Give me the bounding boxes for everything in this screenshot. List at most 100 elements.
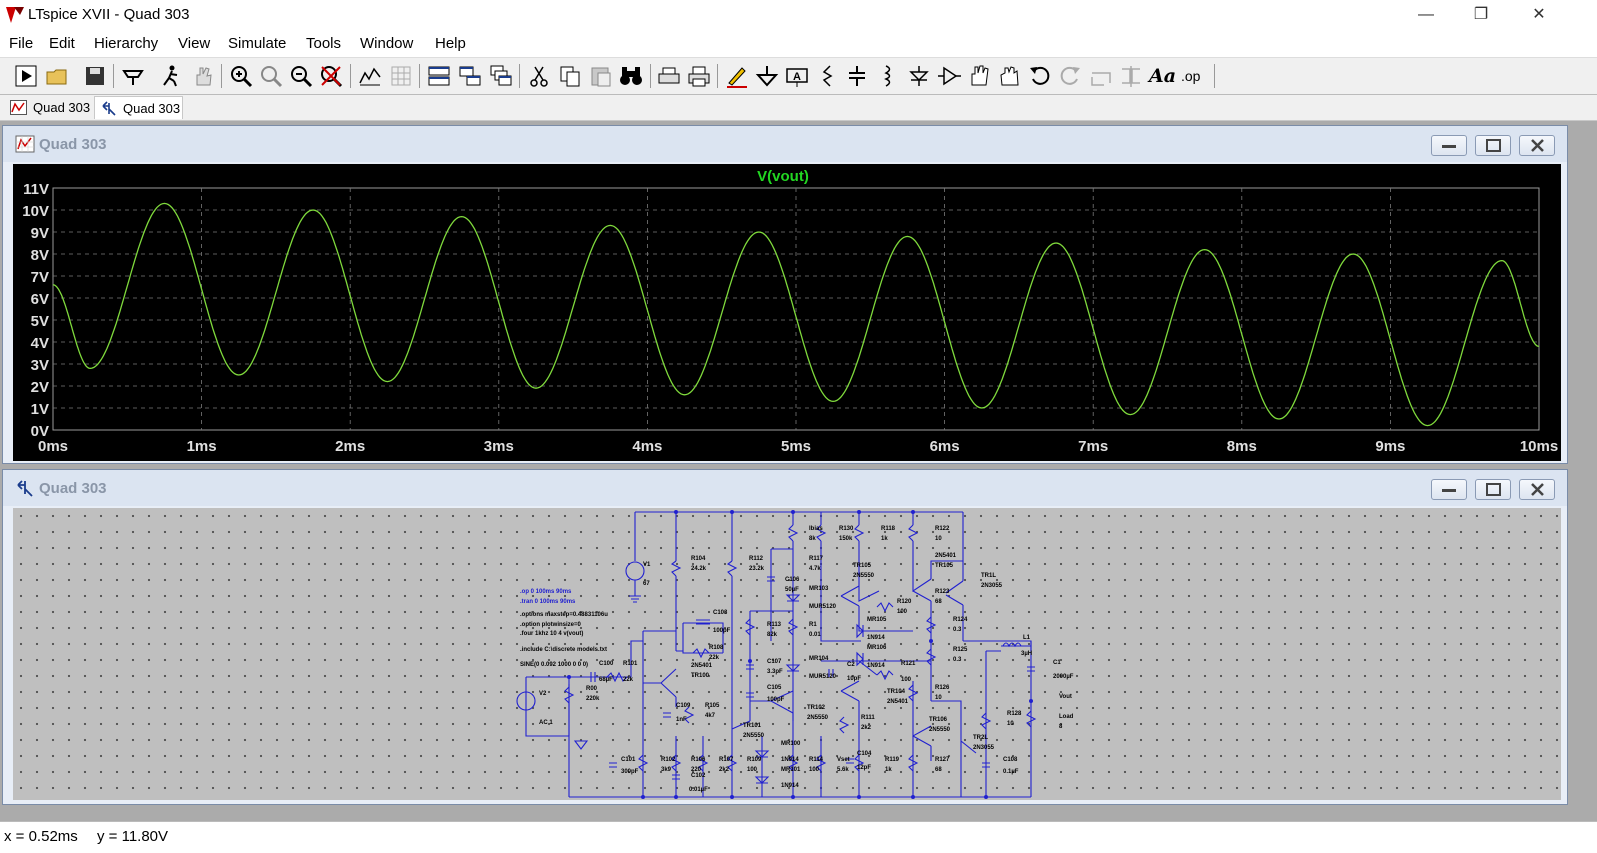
component-label[interactable]: MR104 [809,656,829,662]
component-label[interactable]: R112 [749,556,764,562]
autorange-icon[interactable] [357,63,383,89]
diode-icon[interactable] [906,63,932,89]
schematic-minimize-button[interactable] [1431,479,1467,500]
component-label[interactable]: 0.3 [953,627,962,633]
menu-simulate[interactable]: Simulate [228,35,287,52]
component-label[interactable]: 10 [935,695,942,701]
tab-waveform[interactable]: Quad 303 [5,96,93,119]
component-label[interactable]: 1k [885,767,892,773]
component-label[interactable]: C109 [676,703,691,709]
component-label[interactable]: R113 [767,622,782,628]
component-label[interactable]: 3.3pF [767,669,783,675]
pan-icon[interactable] [190,63,216,89]
component-label[interactable]: C100 [599,661,614,667]
component-label[interactable]: TR101 [743,723,762,729]
copy-icon[interactable] [557,63,583,89]
component-label[interactable]: 100 [747,767,758,773]
wire-icon[interactable] [724,63,750,89]
tile-horizontal-icon[interactable] [426,63,452,89]
component-label[interactable]: 68 [935,599,942,605]
menu-window[interactable]: Window [360,35,414,52]
component-label[interactable]: V1 [643,562,651,568]
component-icon[interactable] [936,63,962,89]
component-label[interactable]: R114 [809,757,824,763]
tile-vertical-icon[interactable] [457,63,483,89]
component-label[interactable]: 2000µF [1053,674,1074,680]
undo-icon[interactable] [1027,63,1053,89]
component-label[interactable]: C1 [1053,660,1061,666]
save-icon[interactable] [82,63,108,89]
component-label[interactable]: TR105 [853,563,872,569]
directive-options[interactable]: .options maxstep=0.48831106u [520,612,608,618]
component-label[interactable]: 2N5550 [929,727,951,733]
drag-icon[interactable] [996,63,1022,89]
component-label[interactable]: Vset [837,757,850,763]
label-icon[interactable]: A [784,63,810,89]
menu-help[interactable]: Help [435,35,466,52]
print-icon[interactable] [686,63,712,89]
print-setup-icon[interactable] [656,63,682,89]
component-label[interactable]: R118 [881,526,896,532]
waveform-close-button[interactable] [1519,135,1555,156]
component-label[interactable]: 1N914 [781,783,799,789]
component-label[interactable]: 10 [935,536,942,542]
component-label[interactable]: 4.7k [809,566,821,572]
zoom-out-icon[interactable] [288,63,314,89]
component-label[interactable]: 100 [809,767,820,773]
directive-four[interactable]: .four 1khz 10 4 v(vout) [520,631,584,637]
paste-icon[interactable] [588,63,614,89]
waveform-minimize-button[interactable] [1431,135,1467,156]
restore-button[interactable]: ❐ [1473,6,1489,23]
component-label[interactable]: TR105 [935,563,954,569]
rotate-icon[interactable] [1088,63,1114,89]
resistor-icon[interactable] [814,63,840,89]
component-label[interactable]: 2k2 [861,725,872,731]
component-label[interactable]: 100pF [713,628,731,634]
menu-hierarchy[interactable]: Hierarchy [94,35,159,52]
component-label[interactable]: 10pF [847,676,862,682]
component-label[interactable]: 1N914 [867,635,885,641]
component-label[interactable]: R106 [691,757,706,763]
directive-include[interactable]: .include C:\discrete models.txt [520,646,608,653]
component-label[interactable]: TR102 [807,705,826,711]
directive-option-plotwinsize[interactable]: .option plotwinsize=0 [520,621,581,628]
component-label[interactable]: R104 [691,556,706,562]
component-label[interactable]: R105 [705,703,720,709]
inductor-icon[interactable] [874,63,900,89]
component-label[interactable]: Load [1059,714,1074,720]
component-label[interactable]: MR100 [781,741,801,747]
component-label[interactable]: R125 [953,647,968,653]
component-label[interactable]: C106 [785,577,800,583]
component-label[interactable]: 300pF [621,769,639,775]
schematic-maximize-button[interactable] [1475,479,1511,500]
find-icon[interactable] [618,63,644,89]
text-icon[interactable]: Aa [1149,65,1177,87]
component-label[interactable]: TR1L [981,573,996,579]
component-label[interactable]: TR104 [887,689,906,695]
component-label[interactable]: MR106 [867,645,887,651]
component-label[interactable]: 23.2k [749,566,765,572]
component-label[interactable]: 220k [586,696,600,702]
component-label[interactable]: 2N5550 [743,733,765,739]
component-label[interactable]: R109 [747,757,762,763]
menu-file[interactable]: File [9,35,34,52]
zoom-box-icon[interactable] [258,63,284,89]
component-label[interactable]: TR100 [691,673,710,679]
waveform-maximize-button[interactable] [1475,135,1511,156]
component-label[interactable]: 10 [1007,721,1014,727]
component-label[interactable]: 12pF [857,765,872,771]
component-label[interactable]: C107 [767,659,782,665]
move-icon[interactable] [966,63,992,89]
component-label[interactable]: 1k [881,536,888,542]
component-label[interactable]: R101 [623,661,638,667]
component-label[interactable]: 0.01 [809,632,821,638]
component-label[interactable]: C104 [857,751,872,757]
mirror-icon[interactable] [1118,63,1144,89]
component-label[interactable]: 5.6k [837,767,849,773]
component-label[interactable]: C108 [1003,757,1018,763]
component-label[interactable]: MUR5120 [809,674,837,680]
component-label[interactable]: Vout [1059,694,1072,700]
component-label[interactable]: R130 [839,526,854,532]
